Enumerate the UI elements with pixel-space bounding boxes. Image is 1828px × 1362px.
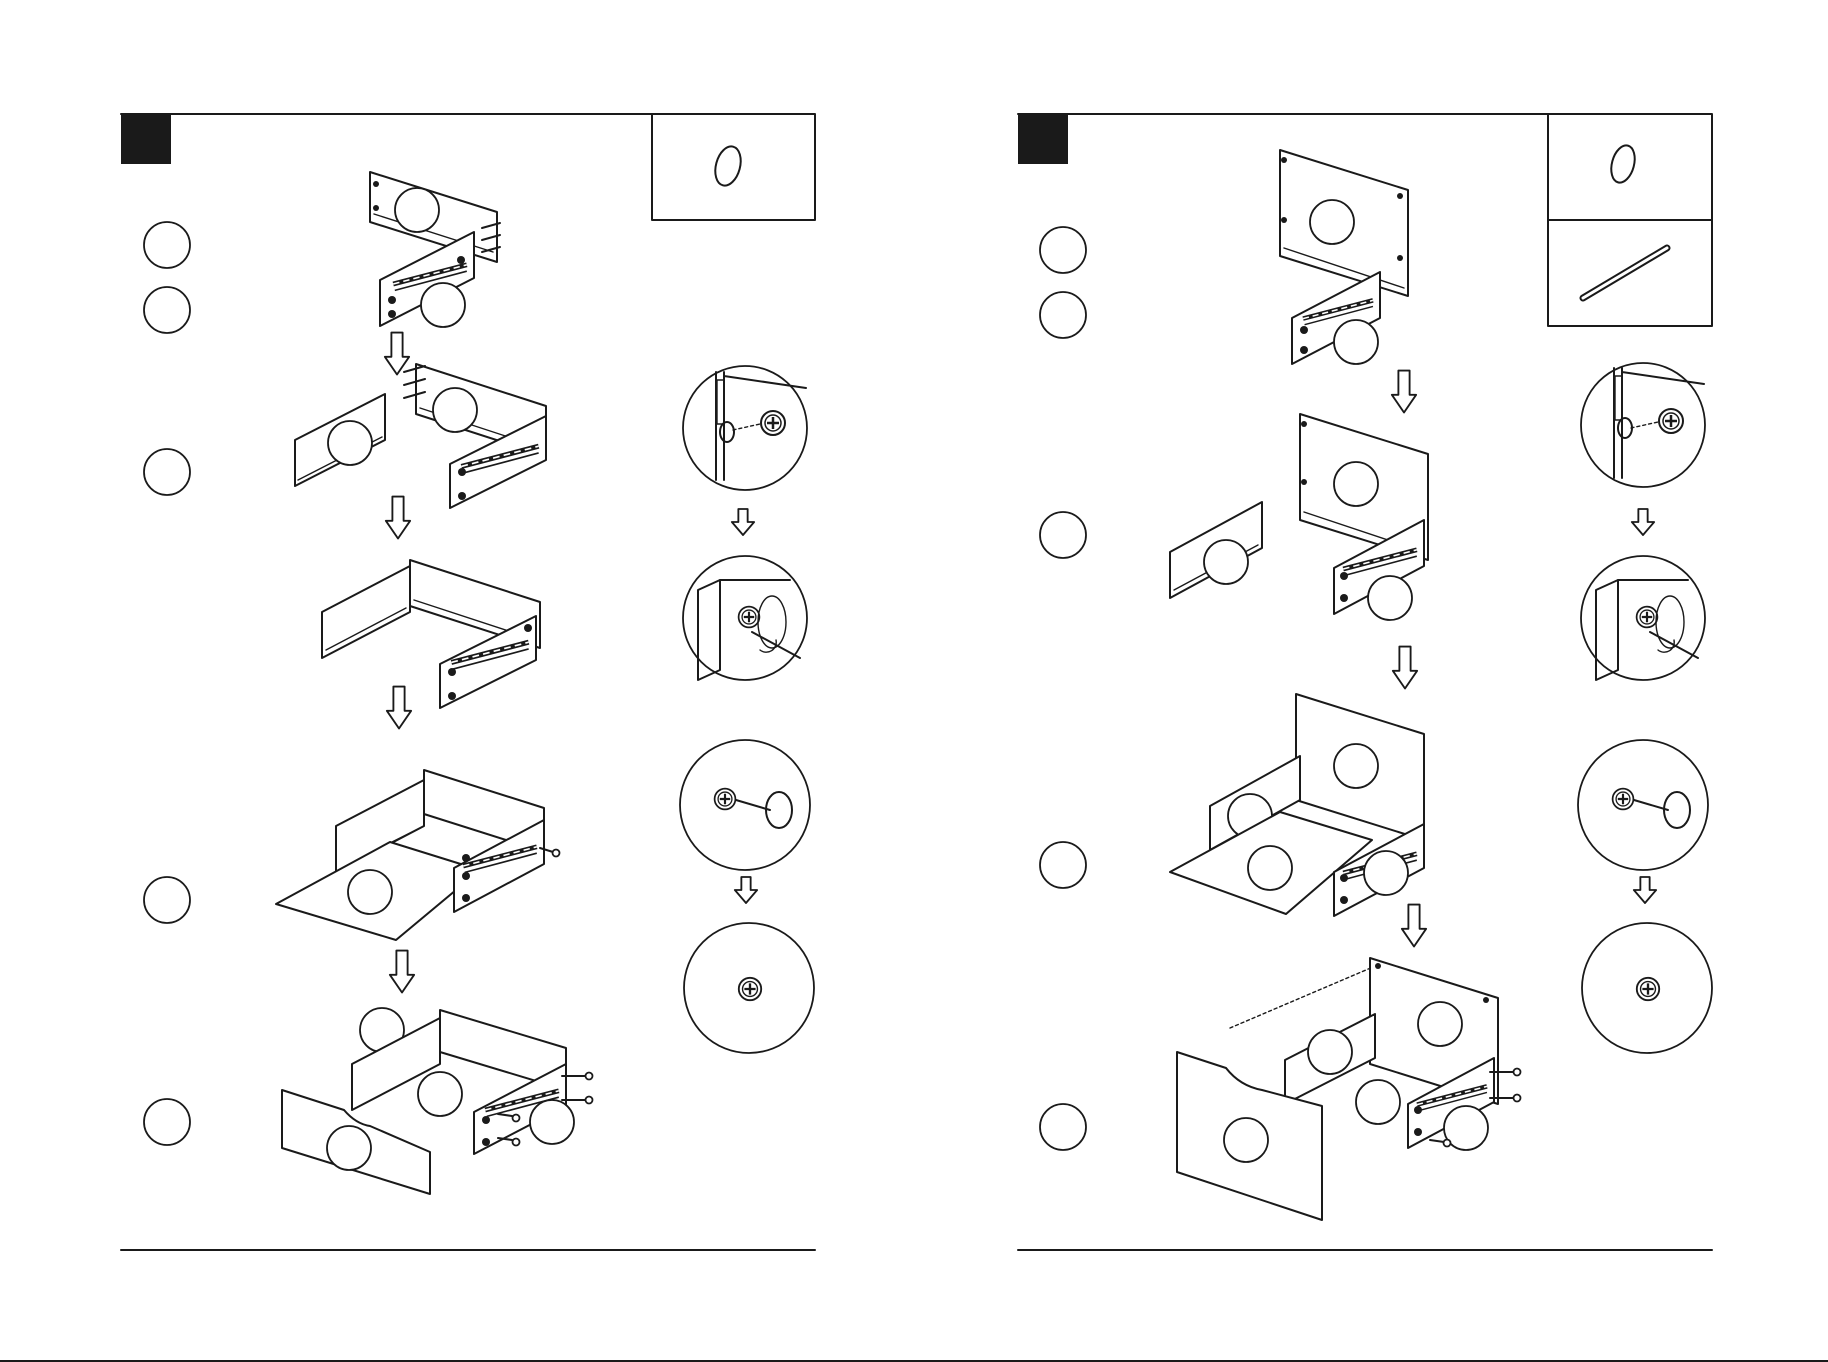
stage-4-diagram	[276, 770, 560, 940]
arrow-down-icon	[385, 333, 409, 375]
callout-a	[144, 222, 190, 268]
arrow-down-icon	[1392, 371, 1416, 413]
arrow-down-icon	[390, 951, 414, 993]
arrow-down-icon	[732, 509, 754, 535]
hardware-box	[652, 114, 815, 220]
callout-e	[144, 1099, 190, 1145]
stage-3-diagram	[322, 560, 540, 708]
step-number-box	[1018, 114, 1068, 164]
cam-lock-icon	[711, 144, 745, 189]
step-number-box	[121, 114, 171, 164]
stage-2-diagram	[1170, 414, 1428, 620]
callout-c	[144, 449, 190, 495]
stage-2-diagram	[295, 364, 546, 508]
callout-b	[144, 287, 190, 333]
page-left	[121, 114, 815, 1250]
cam-lock-icon	[1607, 143, 1638, 185]
stage-3-diagram	[1170, 694, 1424, 916]
arrow-down-icon	[1393, 647, 1417, 689]
detail-column	[1578, 363, 1712, 1053]
stage-4-diagram	[1177, 958, 1521, 1220]
arrow-down-icon	[735, 877, 757, 903]
arrow-down-icon	[1632, 509, 1654, 535]
stage-5-diagram	[282, 1008, 593, 1194]
callout-d	[144, 877, 190, 923]
arrow-down-icon	[386, 497, 410, 539]
stage-1-diagram	[1280, 150, 1408, 364]
callout-column	[1040, 227, 1086, 1150]
callout-column	[144, 222, 190, 1145]
arrow-down-icon	[387, 687, 411, 729]
arrow-down-icon	[1634, 877, 1656, 903]
arrow-down-icon	[1402, 905, 1426, 947]
stage-1-diagram	[370, 172, 500, 327]
detail-column	[680, 366, 814, 1053]
page-right	[1018, 114, 1712, 1250]
